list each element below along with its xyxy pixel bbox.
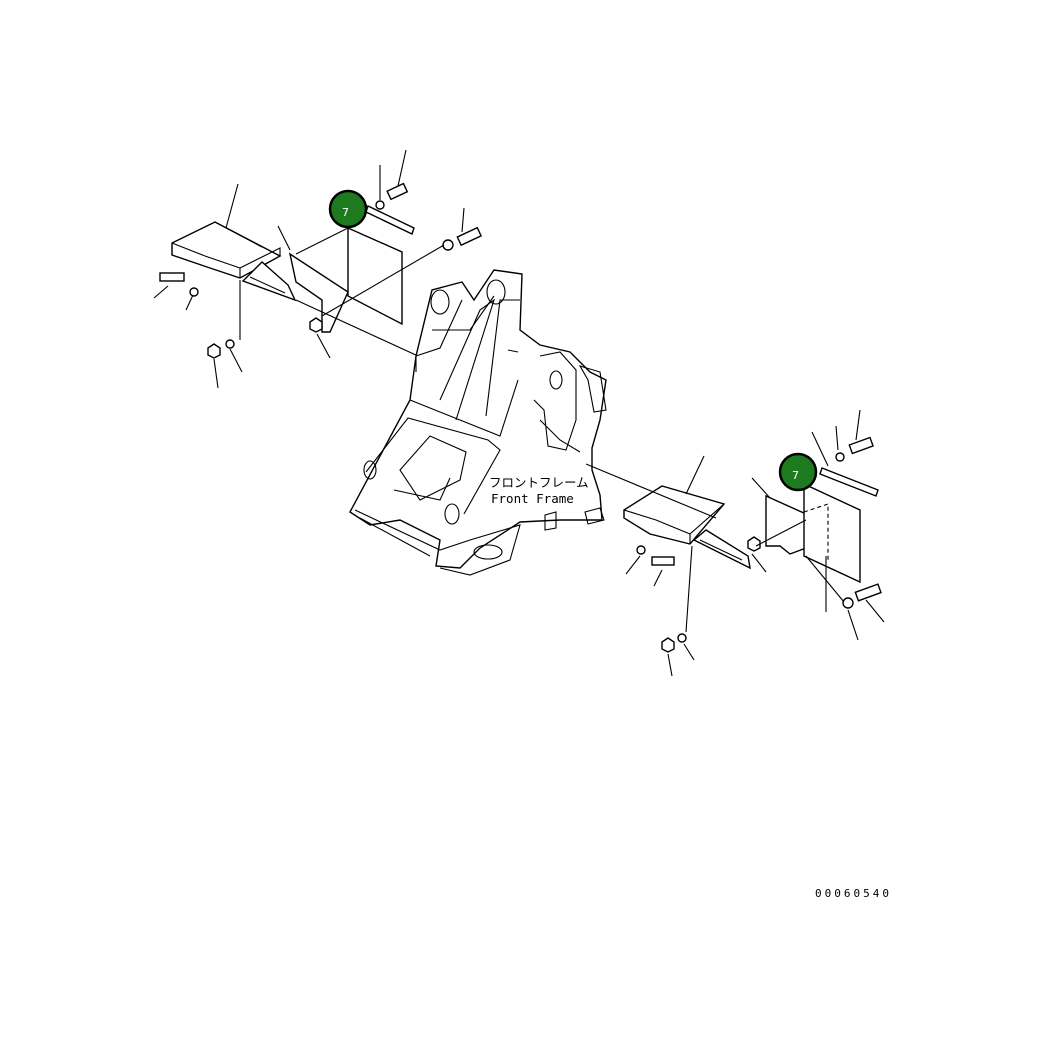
- callout-marker-left[interactable]: 7: [328, 189, 368, 229]
- right-mounting-strip: [819, 467, 879, 497]
- right-bracket-plate: [765, 482, 861, 584]
- callout-marker-right[interactable]: 7: [778, 452, 818, 492]
- frame-label: フロントフレーム Front Frame: [489, 475, 589, 506]
- left-step-assembly: [153, 149, 483, 389]
- drawing-number: 00060540: [815, 887, 892, 900]
- front-frame: フロントフレーム Front Frame: [349, 269, 607, 576]
- right-leader-lines: [585, 409, 885, 677]
- right-step-assembly: [585, 409, 885, 677]
- right-hardware: [636, 436, 882, 653]
- left-bracket-plate: [288, 226, 403, 333]
- frame-label-jp: フロントフレーム: [489, 475, 589, 490]
- frame-label-en: Front Frame: [491, 491, 574, 506]
- left-leader-lines: [153, 149, 465, 389]
- callout-label: 7: [342, 206, 349, 219]
- left-hardware: [159, 182, 483, 359]
- right-step-plate: [623, 485, 751, 570]
- left-step-plate: [171, 221, 297, 302]
- left-mounting-strip: [365, 205, 415, 235]
- callout-label: 7: [792, 469, 799, 482]
